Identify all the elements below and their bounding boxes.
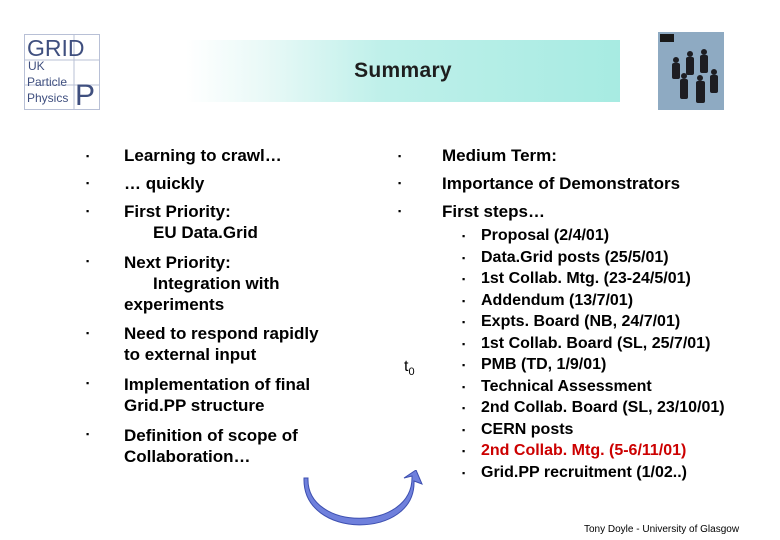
left-item-quickly: … quickly [124, 174, 205, 193]
left-item-respond-line2: to external input [124, 345, 257, 364]
sub-bullet: ▪ [462, 339, 466, 349]
sub-item-collab-mtg-1: 1st Collab. Mtg. (23-24/5/01) [481, 270, 691, 287]
bullet: ▪ [86, 328, 90, 338]
sub-item-recruitment: Grid.PP recruitment (1/02..) [481, 464, 687, 481]
logo-particle-text: Particle [27, 75, 67, 89]
sub-item-pmb: PMB (TD, 1/9/01) [481, 356, 607, 373]
bullet: ▪ [86, 429, 90, 439]
sub-item-collab-board-2: 2nd Collab. Board (SL, 23/10/01) [481, 399, 725, 416]
gridpp-logo: GRID UK Particle Physics P [24, 34, 100, 110]
left-item-first-priority: First Priority: EU Data.Grid [124, 201, 258, 243]
sub-item-datagrid-posts: Data.Grid posts (25/5/01) [481, 249, 669, 266]
bullet: ▪ [86, 206, 90, 216]
sub-bullet: ▪ [462, 274, 466, 284]
sub-item-collab-board-1: 1st Collab. Board (SL, 25/7/01) [481, 335, 711, 352]
sub-bullet: ▪ [462, 317, 466, 327]
left-item-respond-line1: Need to respond rapidly [124, 324, 319, 343]
logo-grid-text: GRID [27, 35, 85, 61]
sub-item-expts-board: Expts. Board (NB, 24/7/01) [481, 313, 681, 330]
bullet: ▪ [86, 151, 90, 161]
logo-physics-text: Physics [27, 91, 68, 105]
sub-bullet: ▪ [462, 382, 466, 392]
footer-credit: Tony Doyle - University of Glasgow [584, 524, 740, 535]
sub-item-collab-mtg-2-highlight: 2nd Collab. Mtg. (5-6/11/01) [481, 442, 687, 459]
left-item-next-priority: Next Priority: Integration with experime… [124, 252, 280, 315]
left-item-definition-line1: Definition of scope of [124, 426, 298, 445]
bullet: ▪ [86, 378, 90, 388]
sub-bullet: ▪ [462, 231, 466, 241]
left-item-first-priority-detail: EU Data.Grid [153, 223, 258, 242]
t0-marker: t0 [404, 358, 415, 378]
sub-bullet: ▪ [462, 253, 466, 263]
left-item-respond: Need to respond rapidly to external inpu… [124, 323, 319, 365]
left-item-definition-line2: Collaboration… [124, 447, 251, 466]
sub-item-technical-assessment: Technical Assessment [481, 378, 652, 395]
left-item-implementation-line1: Implementation of final [124, 375, 311, 394]
right-item-medium-term: Medium Term: [442, 146, 557, 165]
curved-arrow-icon [303, 470, 423, 526]
sub-item-addendum: Addendum (13/7/01) [481, 292, 634, 309]
left-item-next-priority-detail2: experiments [124, 295, 225, 314]
left-item-definition: Definition of scope of Collaboration… [124, 425, 298, 467]
bullet: ▪ [86, 178, 90, 188]
logo-p-letter: P [75, 79, 95, 110]
left-item-implementation-line2: Grid.PP structure [124, 396, 265, 415]
right-item-first-steps: First steps… [442, 202, 545, 221]
bullet: ▪ [86, 256, 90, 266]
sub-item-cern-posts: CERN posts [481, 421, 574, 438]
t0-subscript: 0 [408, 366, 415, 379]
sub-bullet: ▪ [462, 425, 466, 435]
right-item-demonstrators: Importance of Demonstrators [442, 174, 681, 193]
sub-bullet: ▪ [462, 360, 466, 370]
title-bar: Summary [186, 40, 620, 102]
bullet: ▪ [398, 151, 402, 161]
sub-item-proposal: Proposal (2/4/01) [481, 227, 610, 244]
sub-bullet: ▪ [462, 446, 466, 456]
logo-uk-text: UK [28, 59, 45, 73]
page-title: Summary [354, 59, 452, 82]
left-item-learning: Learning to crawl… [124, 146, 282, 165]
left-item-implementation: Implementation of final Grid.PP structur… [124, 374, 310, 416]
sub-bullet: ▪ [462, 403, 466, 413]
t0-letter: t [404, 358, 409, 375]
sub-bullet: ▪ [462, 468, 466, 478]
left-item-first-priority-label: First Priority: [124, 202, 231, 221]
sub-bullet: ▪ [462, 296, 466, 306]
bullet: ▪ [398, 206, 402, 216]
bullet: ▪ [398, 178, 402, 188]
left-item-next-priority-label: Next Priority: [124, 253, 231, 272]
band-photo [658, 32, 724, 110]
left-item-next-priority-detail: Integration with [153, 274, 280, 293]
